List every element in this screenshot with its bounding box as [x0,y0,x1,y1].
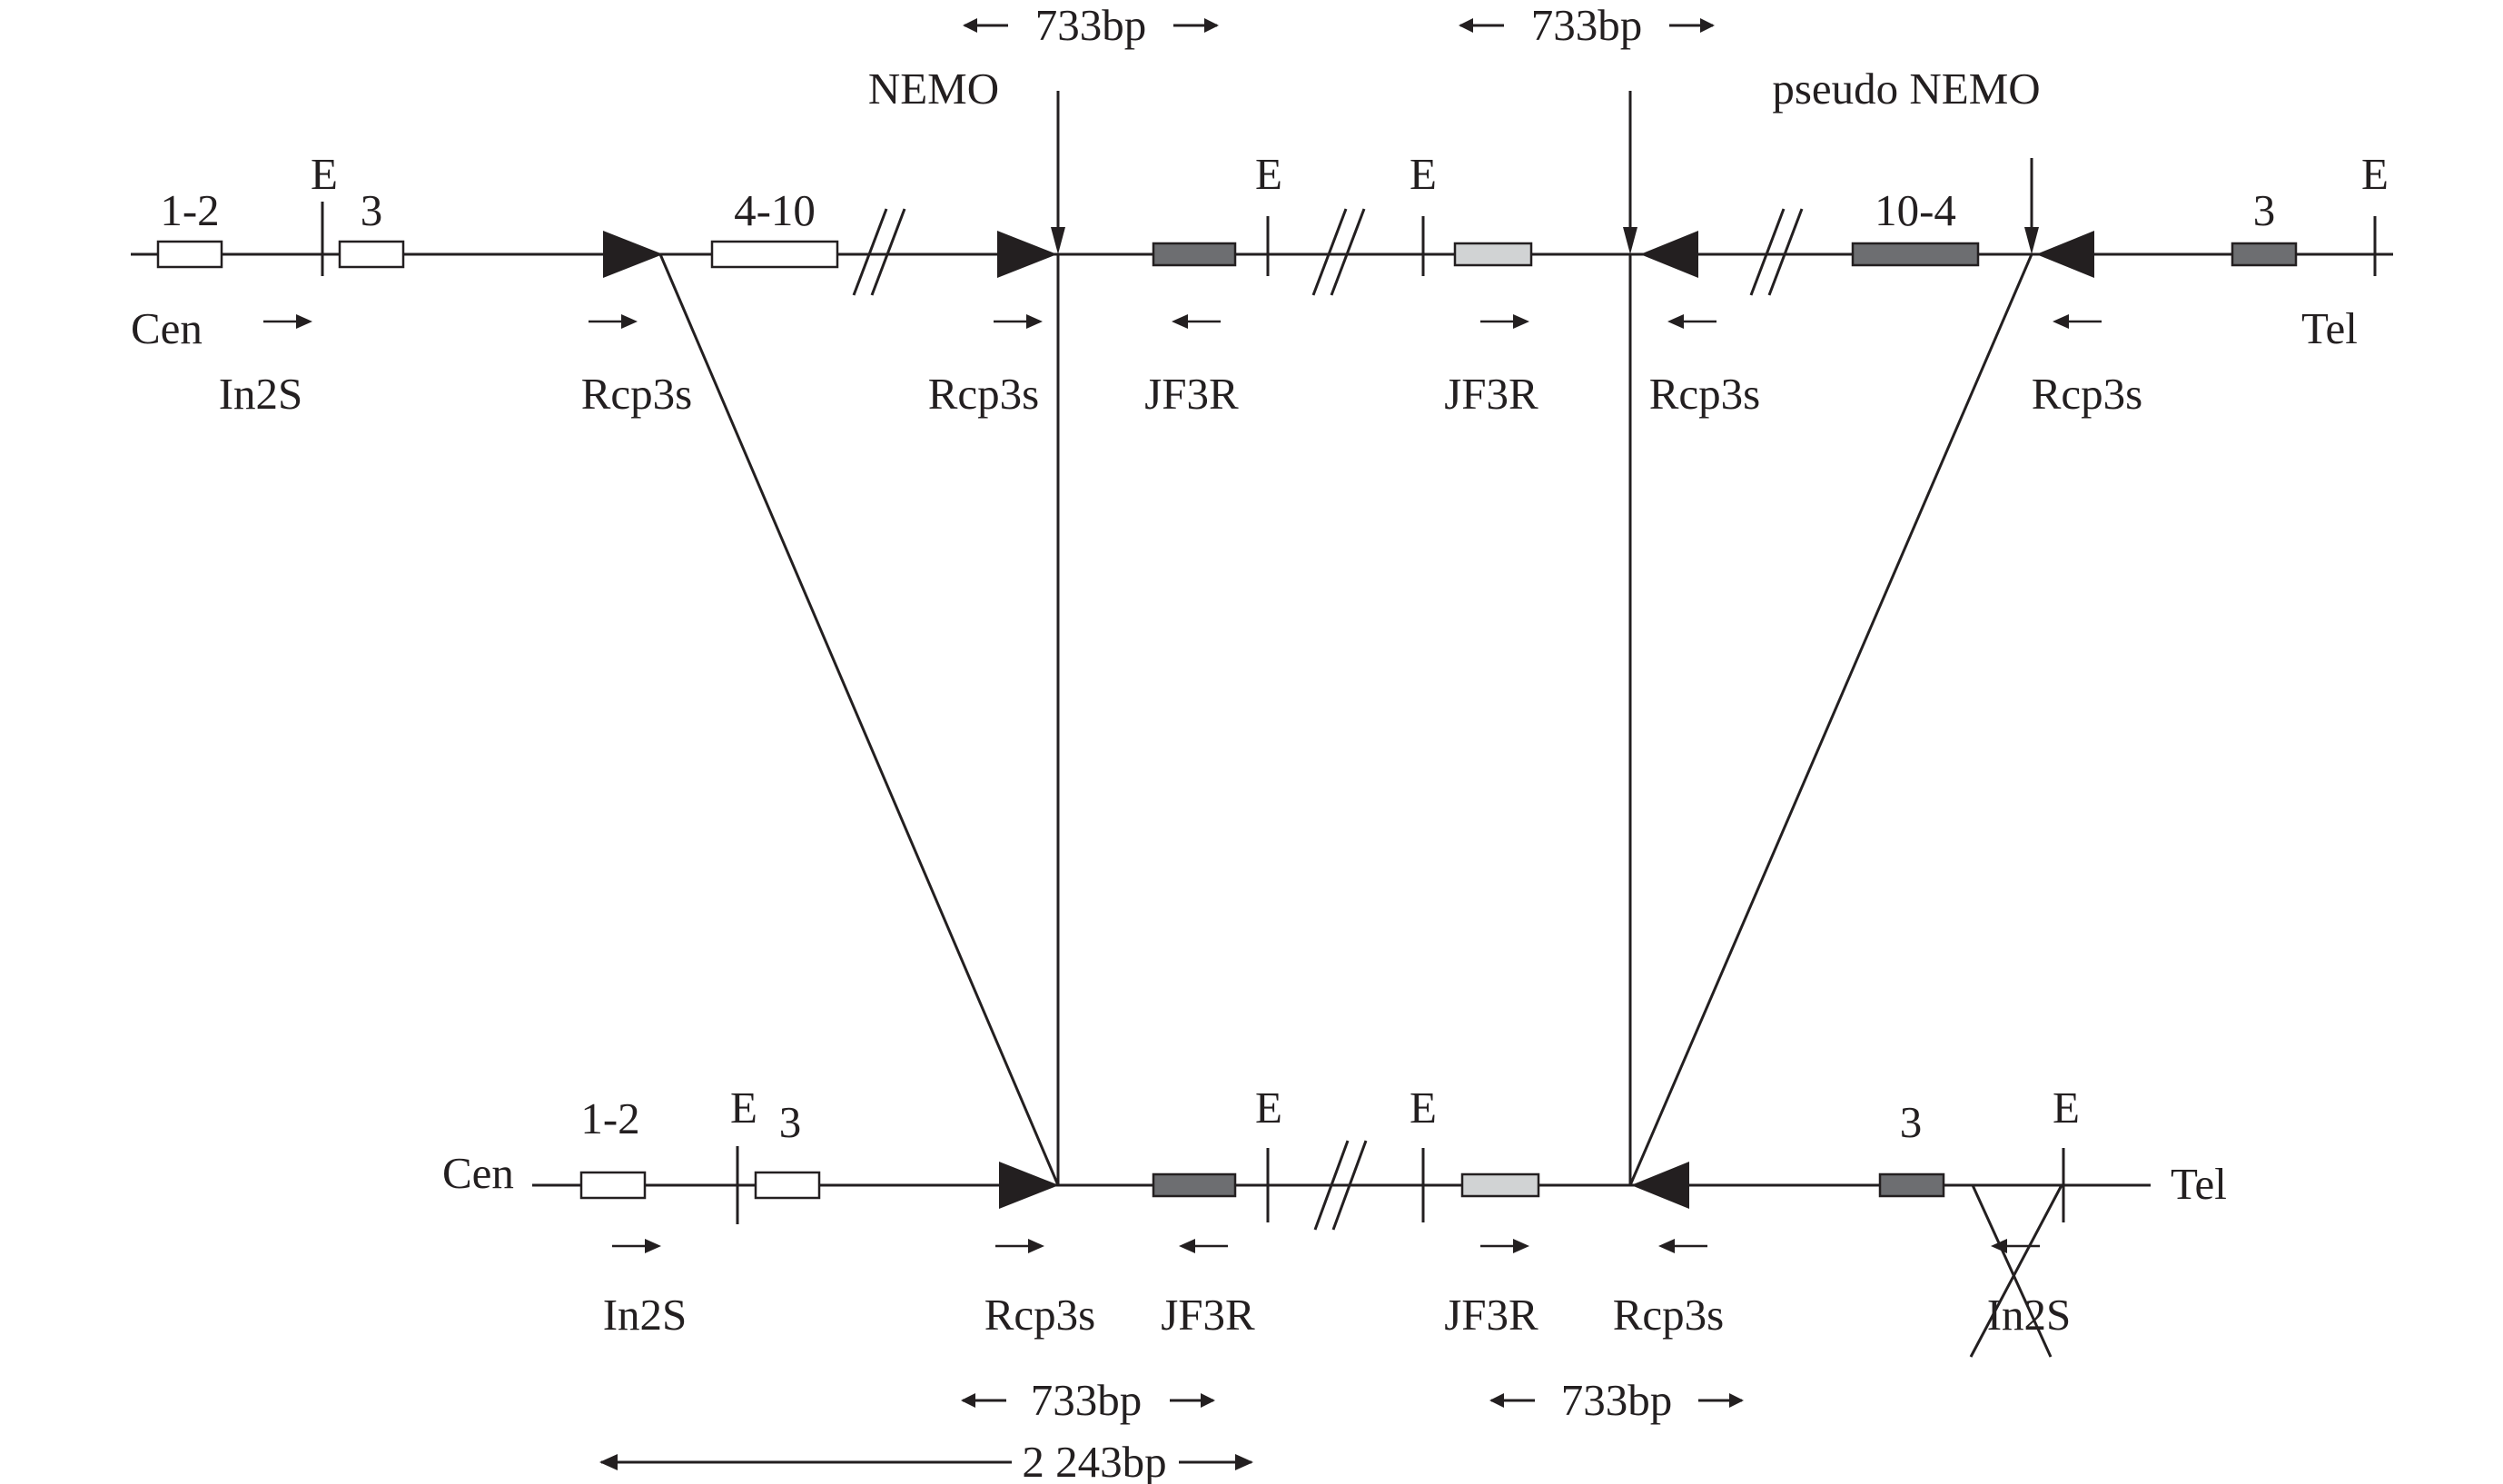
top-repeat-arrow-2 [997,231,1057,278]
top-primer-label-rcp3s-4: Rcp3s [2032,369,2143,419]
top-breakpoint-pointer-arrow [2024,158,2039,254]
nemo-pointer-arrow [1051,91,1065,254]
bottom-primer-label-jf3r-2: JF3R [1444,1290,1538,1340]
bottom-chromosome [532,1140,2151,1231]
top-exon-4-10 [710,240,839,269]
top-chromosome [131,202,2393,296]
top-exon-label-3-tel: 3 [2253,185,2276,235]
bottom-primer-label-rcp3s-2: Rcp3s [1613,1290,1725,1340]
top-span-1 [963,18,1219,33]
top-exon-label-4-10: 4-10 [734,185,816,235]
top-exon-3-tel [2231,242,2298,267]
bottom-site-label-e-4: E [2053,1083,2080,1133]
bottom-span-1 [961,1393,1215,1408]
deleted-primer-cross-mark [1969,1184,2063,1358]
recombination-connectors [658,253,2033,1186]
top-repeat-arrow-1 [603,231,663,278]
top-exon-dark-1 [1152,242,1237,267]
top-break-mark-1 [852,208,906,296]
top-site-label-e-1: E [311,149,338,199]
bottom-primer-rcp3s-arrow-2 [1658,1239,1707,1253]
top-primer-label-in2s: In2S [219,369,303,419]
connector-1 [658,253,1060,1186]
bottom-exon-label-3: 3 [779,1097,802,1147]
top-exon-label-10-4: 10-4 [1875,185,1956,235]
top-site-label-e-3: E [1410,149,1437,199]
top-exon-3 [338,240,405,269]
bottom-repeat-arrow-2 [1631,1162,1689,1209]
bottom-exon-light-1 [1460,1172,1540,1198]
top-break-mark-2 [1311,208,1366,296]
top-primer-label-jf3r-1: JF3R [1144,369,1239,419]
top-exon-10-4 [1851,242,1980,267]
top-exon-1-2 [156,240,223,269]
top-primer-jf3r-arrow-1 [1172,314,1221,329]
top-primer-jf3r-arrow-2 [1480,314,1529,329]
bottom-primer-in2s-arrow [612,1239,661,1253]
bottom-span-label-1: 733bp [1031,1375,1143,1425]
bottom-primer-jf3r-arrow-2 [1480,1239,1529,1253]
bottom-span-label-2: 733bp [1561,1375,1673,1425]
top-cen-label: Cen [131,303,203,353]
bottom-primer-label-jf3r-1: JF3R [1161,1290,1255,1340]
top-repeat-arrow-4 [2036,231,2094,278]
bottom-primer-jf3r-arrow-1 [1179,1239,1228,1253]
bottom-exon-dark-1 [1152,1172,1237,1198]
top-exon-label-1-2: 1-2 [160,185,219,235]
top-primer-rcp3s-arrow-2 [994,314,1043,329]
top-primer-rcp3s-arrow-3 [1667,314,1716,329]
bottom-exon-label-3-tel: 3 [1900,1097,1923,1147]
top-primer-in2s-arrow [263,314,312,329]
bottom-primer-label-rcp3s-1: Rcp3s [984,1290,1096,1340]
bottom-exon-3-tel [1878,1172,1945,1198]
bottom-primer-rcp3s-arrow-1 [995,1239,1044,1253]
nemo-label: NEMO [868,64,999,114]
bottom-break-mark [1313,1140,1368,1231]
bottom-span-total [599,1454,1253,1470]
top-site-label-e-2: E [1255,149,1282,199]
connector-4 [1628,253,2033,1186]
top-primer-label-jf3r-2: JF3R [1444,369,1538,419]
bottom-tel-label: Tel [2171,1159,2227,1209]
bottom-span-2 [1489,1393,1744,1408]
top-primer-rcp3s-arrow-4 [2053,314,2102,329]
top-span-2 [1459,18,1715,33]
top-span-label-2: 733bp [1531,0,1643,50]
bottom-repeat-arrow-1 [999,1162,1059,1209]
bottom-primer-label-in2s: In2S [603,1290,688,1340]
top-break-mark-3 [1749,208,1804,296]
bottom-cen-label: Cen [442,1148,514,1198]
bottom-primer-label-in2s-deleted: In2S [1987,1290,2072,1340]
top-primer-rcp3s-arrow-1 [589,314,638,329]
bottom-site-label-e-1: E [730,1083,757,1133]
bottom-site-label-e-2: E [1255,1083,1282,1133]
top-primer-label-rcp3s-1: Rcp3s [581,369,693,419]
pseudo-nemo-pointer-arrow [1623,91,1637,254]
top-tel-label: Tel [2301,303,2358,353]
top-site-label-e-4: E [2361,149,2389,199]
top-exon-label-3: 3 [361,185,383,235]
bottom-exon-1-2 [579,1171,647,1200]
top-primer-label-rcp3s-3: Rcp3s [1649,369,1761,419]
top-exon-light-1 [1453,242,1533,267]
top-repeat-arrow-3 [1640,231,1698,278]
bottom-span-label-total: 2 243bp [1022,1437,1166,1484]
bottom-exon-3 [754,1171,821,1200]
pseudo-nemo-label: pseudo NEMO [1772,64,2040,114]
top-span-label-1: 733bp [1035,0,1147,50]
bottom-exon-label-1-2: 1-2 [580,1093,639,1143]
top-primer-label-rcp3s-2: Rcp3s [928,369,1040,419]
bottom-site-label-e-3: E [1410,1083,1437,1133]
